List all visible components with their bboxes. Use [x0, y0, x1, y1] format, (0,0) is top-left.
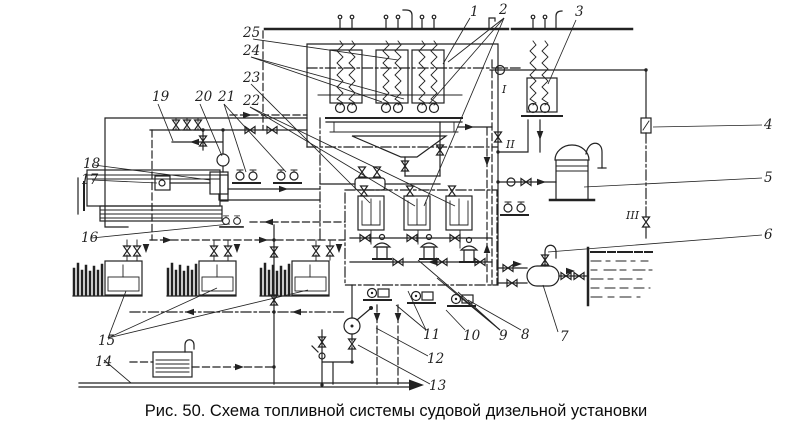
section-mark-I: I	[501, 83, 507, 96]
callout-label-10: 10	[463, 328, 481, 344]
daily-service-module	[344, 185, 498, 307]
leader-line-24	[250, 56, 405, 100]
leader-line-5	[583, 177, 763, 188]
overboard-valve	[641, 216, 651, 228]
separator-feed-line	[497, 177, 557, 187]
callout-label-19: 19	[152, 89, 170, 105]
leader-line-12	[375, 327, 429, 357]
callout-label-22: 22	[242, 93, 260, 109]
section-mark-II: II	[505, 138, 515, 151]
callout-label-3: 3	[575, 4, 584, 20]
callout-label-9: 9	[499, 328, 508, 344]
leader-line-19	[157, 103, 174, 142]
leader-line-14	[103, 359, 132, 384]
ship-side-hatching	[586, 246, 653, 307]
leader-line-10	[445, 309, 466, 331]
distribution-piping	[129, 129, 346, 385]
figure-caption: Рис. 50. Схема топливной системы судовой…	[145, 402, 648, 420]
leader-line-2	[428, 17, 505, 105]
gauge-box	[154, 175, 211, 191]
callout-label-6: 6	[764, 227, 773, 243]
callout-label-11: 11	[423, 327, 440, 343]
leader-line-6	[547, 234, 763, 253]
callout-label-20: 20	[194, 89, 213, 105]
callout-label-2: 2	[498, 2, 508, 18]
callout-label-14: 14	[95, 354, 112, 370]
callout-label-5: 5	[764, 170, 773, 186]
settling-tank-3	[445, 195, 473, 231]
leader-line-15	[107, 290, 127, 339]
leader-line-11	[407, 290, 427, 331]
section-mark-III: III	[625, 209, 640, 222]
callout-label-24: 24	[242, 43, 260, 59]
engine-fuel-rail	[325, 117, 463, 133]
leader-line-17	[91, 179, 158, 184]
engine-cylinders	[317, 40, 463, 114]
callout-label-8: 8	[521, 327, 530, 343]
leader-line-7	[542, 284, 559, 333]
engine-room-boundary	[306, 43, 521, 286]
fuel-pump-set-b	[273, 169, 302, 184]
transfer-pump	[219, 215, 244, 228]
leader-line-2	[423, 17, 505, 207]
engine-drain-funnel	[351, 121, 448, 177]
leader-line-22	[249, 106, 456, 207]
leader-line-2	[447, 17, 505, 63]
gear-pump-2	[407, 290, 436, 304]
hand-pump-group	[311, 284, 402, 385]
callout-label-23: 23	[242, 70, 260, 86]
leader-line-9	[457, 291, 501, 331]
callout-label-18: 18	[83, 156, 101, 172]
bottom-main-line	[78, 379, 424, 391]
leader-line-11	[395, 304, 427, 331]
fuel-separator	[497, 142, 607, 216]
leader-line-25	[252, 38, 399, 61]
storage-tank-3	[258, 259, 331, 298]
pipe-junctions	[201, 68, 648, 387]
port-diesel-engine	[77, 169, 229, 222]
main-engine	[229, 40, 493, 191]
sludge-tank	[129, 339, 275, 378]
callout-label-17: 17	[81, 172, 99, 188]
callout-label-21: 21	[217, 89, 235, 105]
leader-line-13	[357, 344, 431, 385]
leader-line-3	[547, 19, 577, 85]
callout-label-13: 13	[429, 378, 446, 394]
leader-line-21	[223, 103, 247, 173]
leader-line-15	[107, 287, 218, 339]
callout-label-4: 4	[763, 117, 773, 133]
leader-line-23	[250, 83, 371, 204]
leader-line-9	[436, 277, 501, 331]
leader-line-18	[93, 164, 211, 181]
transfer-tank	[497, 244, 589, 288]
fuel-storage-tanks	[71, 239, 343, 298]
leader-line-21	[223, 103, 287, 173]
callout-label-25: 25	[242, 25, 260, 41]
leader-line-1	[442, 17, 471, 65]
auxiliary-engine	[497, 40, 563, 153]
leader-line-22	[249, 106, 416, 207]
callout-label-7: 7	[560, 329, 569, 345]
leader-line-16	[91, 223, 231, 239]
callout-label-12: 12	[427, 351, 444, 367]
leader-line-15	[107, 289, 309, 339]
leader-line-8	[467, 299, 522, 331]
leader-line-24	[250, 56, 383, 103]
separator-pumps	[500, 201, 529, 216]
callout-label-15: 15	[98, 333, 115, 349]
storage-tank-1	[71, 259, 144, 298]
storage-tank-2	[165, 259, 238, 298]
gear-pump-1	[363, 287, 392, 301]
callout-label-1: 1	[470, 4, 479, 20]
leader-line-20	[199, 103, 223, 157]
fuel-pump-set-a	[232, 169, 261, 184]
callout-label-16: 16	[81, 230, 99, 246]
leader-line-4	[652, 124, 763, 128]
settling-tank-1	[357, 195, 385, 231]
